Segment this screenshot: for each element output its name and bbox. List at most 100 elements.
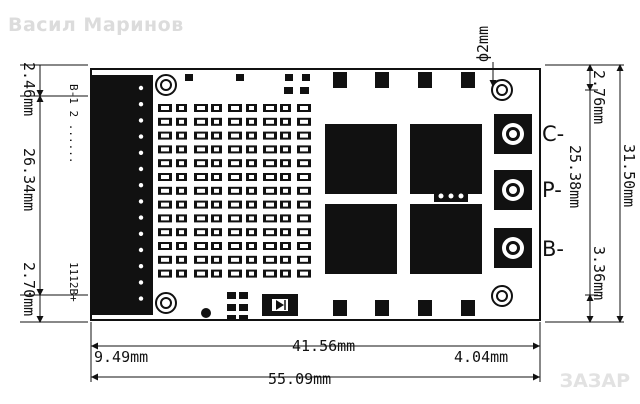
smd-part-highlight xyxy=(249,257,254,262)
smd-part-highlight xyxy=(214,106,219,110)
mosfet-2 xyxy=(410,124,482,194)
smd-part-highlight xyxy=(197,106,205,110)
smd-part-highlight xyxy=(197,147,205,152)
watermark-text: Васил Маринов xyxy=(8,14,184,36)
smd-part-highlight xyxy=(266,271,274,276)
smd-part-highlight xyxy=(161,202,169,207)
smd-part-highlight xyxy=(283,147,288,152)
smd-part-highlight xyxy=(161,147,169,152)
smd-part-highlight xyxy=(266,133,274,138)
smd-part-highlight xyxy=(214,271,219,276)
smd-part-highlight xyxy=(214,188,219,193)
smd-part-highlight xyxy=(283,257,288,262)
dim-bottom-right: 4.04mm xyxy=(454,348,508,366)
mounting-hole-bottom-left xyxy=(155,292,177,314)
dim-right-bottom: 3.36mm xyxy=(590,246,608,300)
smd-part-highlight xyxy=(283,161,288,166)
smd-part-highlight xyxy=(161,161,169,166)
smd-part-highlight xyxy=(266,202,274,207)
connector-pin xyxy=(138,150,144,155)
smd-part-highlight xyxy=(266,216,274,221)
smd-part-highlight xyxy=(266,257,274,262)
smd-part-highlight xyxy=(197,202,205,207)
smd-part-highlight xyxy=(214,161,219,166)
smd-part-highlight xyxy=(249,230,254,235)
mosfet-bottom-tabs xyxy=(333,300,475,316)
connector-pin xyxy=(138,118,144,123)
smd-part-highlight xyxy=(300,119,308,124)
smd-part-highlight xyxy=(283,175,288,179)
smd-part-highlight xyxy=(231,106,239,110)
smd-part-highlight xyxy=(197,216,205,221)
smd-part-highlight xyxy=(161,119,169,124)
smd-part-highlight xyxy=(197,188,205,193)
smd-part-highlight xyxy=(231,257,239,262)
smd-part-highlight xyxy=(161,257,169,262)
smd-part-highlight xyxy=(266,161,274,166)
smd-part-highlight xyxy=(249,244,254,248)
smd-part-highlight xyxy=(179,175,184,179)
smd-part-highlight xyxy=(179,188,184,193)
smd-part-highlight xyxy=(283,188,288,193)
smd-part-highlight xyxy=(179,230,184,235)
smd-part-highlight xyxy=(300,216,308,221)
smd-part-highlight xyxy=(161,133,169,138)
smd-part-highlight xyxy=(231,202,239,207)
terminal-pad-p xyxy=(494,170,532,210)
connector-pin xyxy=(138,166,144,172)
terminal-pad-c xyxy=(494,114,532,154)
connector-pin xyxy=(138,102,144,107)
diode-component xyxy=(262,294,298,316)
dim-right-mid: 25.38mm xyxy=(566,145,584,208)
smd-part-highlight xyxy=(161,244,169,248)
smd-part-highlight xyxy=(231,188,239,193)
connector-pin xyxy=(138,247,144,253)
smd-part-highlight xyxy=(231,175,239,179)
smd-part-highlight xyxy=(300,230,308,235)
dim-bottom-left: 9.49mm xyxy=(94,348,148,366)
smd-part-highlight xyxy=(266,188,274,193)
mounting-hole-top-left xyxy=(155,74,177,96)
bottom-dimension-arrows xyxy=(91,342,540,381)
smd-part-highlight xyxy=(249,271,254,276)
smd-part-highlight xyxy=(179,106,184,110)
smd-part-highlight xyxy=(266,147,274,152)
smd-part-highlight xyxy=(197,133,205,138)
smd-part-highlight xyxy=(161,106,169,110)
smd-part-highlight xyxy=(283,244,288,248)
mounting-hole-bottom-right xyxy=(491,285,513,307)
smd-part-highlight xyxy=(179,257,184,262)
mosfet-1 xyxy=(325,124,397,194)
pin-label-c: C- xyxy=(542,122,564,146)
smd-part-highlight xyxy=(266,230,274,235)
smd-part-highlight xyxy=(266,119,274,124)
smd-part-highlight xyxy=(197,119,205,124)
smd-part-highlight xyxy=(300,106,308,110)
smd-part-highlight xyxy=(283,202,288,207)
small-smd-parts xyxy=(227,292,248,319)
connector-pin xyxy=(138,296,144,301)
smd-part-highlight xyxy=(300,133,308,138)
smd-part-highlight xyxy=(179,216,184,221)
smd-component-array xyxy=(158,104,311,278)
site-logo: ЗАЗАР xyxy=(559,370,630,392)
connector-top-label: B-1 2 ...... xyxy=(67,84,80,163)
left-extension-lines xyxy=(20,64,88,323)
connector-pin xyxy=(138,231,144,236)
smd-part-highlight xyxy=(161,216,169,221)
smd-part-highlight xyxy=(179,119,184,124)
smd-part-highlight xyxy=(179,244,184,248)
smd-part-highlight xyxy=(266,244,274,248)
smd-part-highlight xyxy=(300,147,308,152)
pin-label-b: B- xyxy=(542,237,564,261)
smd-part-highlight xyxy=(214,216,219,221)
dim-left-mid: 26.34mm xyxy=(20,148,38,211)
connector-pin xyxy=(138,264,144,269)
smd-part-highlight xyxy=(300,244,308,248)
mosfet-top-tabs xyxy=(333,72,475,88)
test-pads xyxy=(434,190,468,202)
smd-part-highlight xyxy=(161,271,169,276)
smd-part-highlight xyxy=(266,175,274,179)
smd-part-highlight xyxy=(161,230,169,235)
